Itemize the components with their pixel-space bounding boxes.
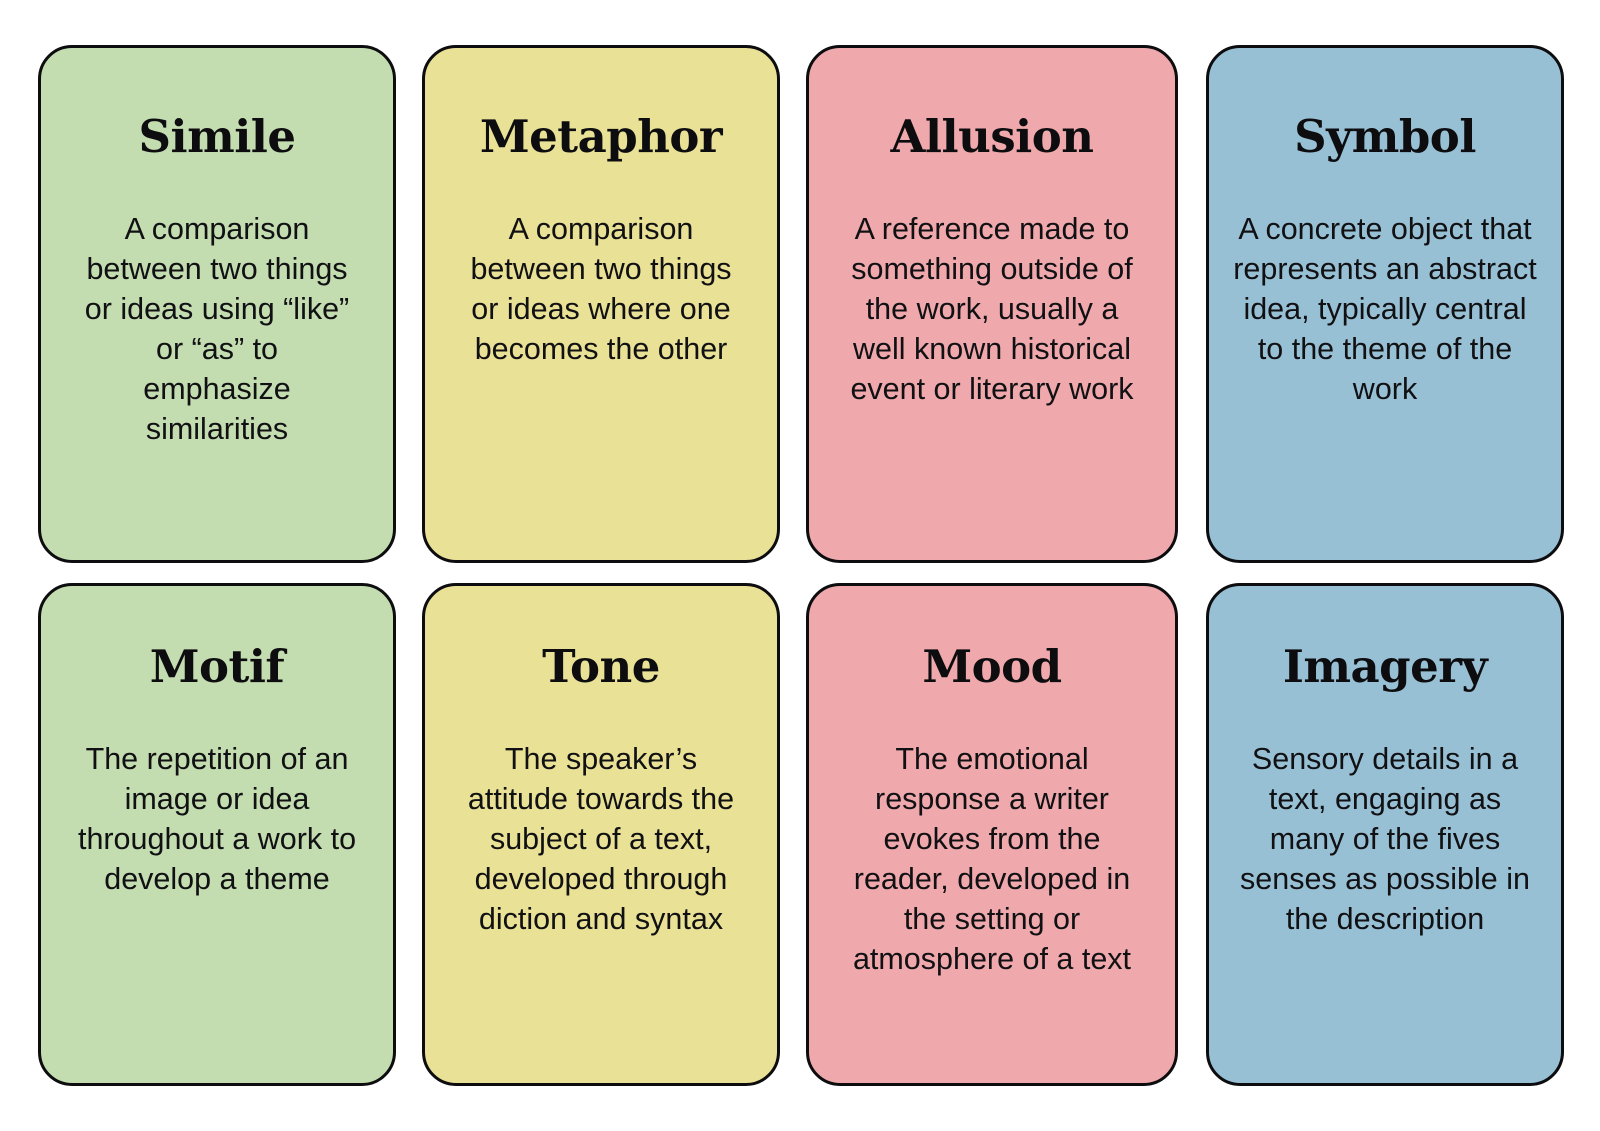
vocab-card-metaphor[interactable]: Metaphor A comparison between two things… [422, 45, 780, 563]
vocab-card-definition: A comparison between two things or ideas… [84, 212, 350, 446]
vocab-card-definition: A comparison between two things or ideas… [470, 212, 732, 366]
vocab-card-definition: A concrete object that represents an abs… [1233, 212, 1537, 406]
vocab-card-title: Simile [138, 110, 296, 163]
vocab-card-definition: The emotional response a writer evokes f… [852, 742, 1132, 976]
vocab-card-title: Metaphor [479, 110, 723, 163]
vocab-card-imagery[interactable]: Imagery Sensory details in a text, engag… [1206, 583, 1564, 1086]
vocab-card-mood[interactable]: Mood The emotional response a writer evo… [806, 583, 1178, 1086]
vocab-card-definition: The speaker’s attitude towards the subje… [467, 742, 735, 936]
vocab-card-title: Imagery [1282, 640, 1488, 693]
vocab-card-simile[interactable]: Simile A comparison between two things o… [38, 45, 396, 563]
vocab-card-definition: The repetition of an image or idea throu… [77, 742, 357, 896]
vocab-card-title: Mood [922, 640, 1062, 693]
vocab-card-definition: A reference made to something outside of… [850, 212, 1134, 406]
vocab-card-allusion[interactable]: Allusion A reference made to something o… [806, 45, 1178, 563]
vocab-card-title: Symbol [1294, 110, 1476, 163]
vocab-card-definition: Sensory details in a text, engaging as m… [1240, 742, 1530, 936]
vocab-card-motif[interactable]: Motif The repetition of an image or idea… [38, 583, 396, 1086]
vocab-card-title: Motif [149, 640, 285, 693]
vocab-card-title: Allusion [890, 110, 1094, 163]
vocab-card-tone[interactable]: Tone The speaker’s attitude towards the … [422, 583, 780, 1086]
vocab-card-title: Tone [542, 640, 660, 693]
vocab-card-symbol[interactable]: Symbol A concrete object that represents… [1206, 45, 1564, 563]
